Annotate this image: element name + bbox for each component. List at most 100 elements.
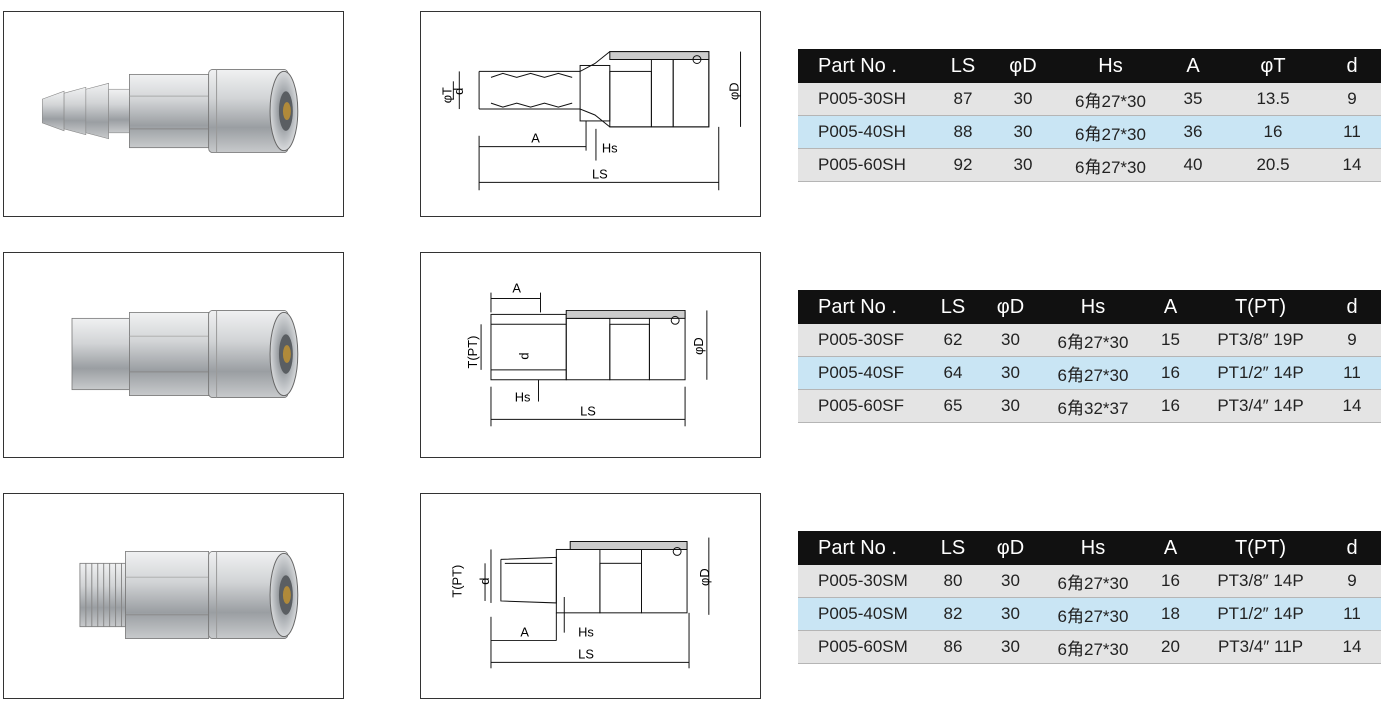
- cell-hs: 6角27*30: [1058, 115, 1163, 149]
- cell-t-pt: PT3/8″ 19P: [1198, 324, 1323, 357]
- cell-part-no: P005-60SM: [798, 630, 928, 664]
- col-header-t-pt: T(PT): [1198, 531, 1323, 565]
- cell-a: 16: [1143, 356, 1198, 390]
- cell-phi-d: 30: [978, 356, 1043, 390]
- cell-t-pt: PT1/2″ 14P: [1198, 597, 1323, 631]
- table-row: P005-30SF 62 30 6角27*30 15 PT3/8″ 19P 9: [798, 324, 1381, 357]
- phi-d-label: φD: [691, 337, 706, 355]
- col-header-d: d: [1323, 49, 1381, 83]
- coupler-photo: [71, 310, 299, 398]
- technical-drawing: A T(PT) d φD Hs LS: [465, 281, 708, 427]
- cell-hs: 6角27*30: [1043, 565, 1143, 598]
- col-header-hs: Hs: [1058, 49, 1163, 83]
- dimension-drawing-sf: A T(PT) d φD Hs LS: [420, 252, 761, 458]
- cell-phi-d: 30: [978, 324, 1043, 357]
- cell-phi-t: 20.5: [1223, 148, 1323, 182]
- table-row: P005-30SH 87 30 6角27*30 35 13.5 9: [798, 83, 1381, 116]
- male-thread: [79, 562, 126, 628]
- cell-phi-t: 16: [1223, 115, 1323, 149]
- hs-label: Hs: [602, 141, 618, 156]
- cell-hs: 6角27*30: [1043, 630, 1143, 664]
- col-header-a: A: [1143, 290, 1198, 324]
- table-header-row: Part No . LS φD Hs A φT d: [798, 49, 1381, 83]
- cell-ls: 82: [928, 597, 978, 631]
- cell-t-pt: PT3/4″ 11P: [1198, 630, 1323, 664]
- table-header-row: Part No . LS φD Hs A T(PT) d: [798, 290, 1381, 324]
- cell-hs: 6角27*30: [1043, 356, 1143, 390]
- col-header-part-no: Part No .: [798, 290, 928, 324]
- d-label: d: [451, 88, 466, 95]
- cell-part-no: P005-40SM: [798, 597, 928, 631]
- hose-barb: [41, 82, 131, 140]
- col-header-phi-d: φD: [978, 290, 1043, 324]
- cell-d: 14: [1323, 630, 1381, 664]
- col-header-d: d: [1323, 531, 1381, 565]
- brass-valve: [282, 345, 291, 363]
- col-header-phi-d: φD: [988, 49, 1058, 83]
- cell-d: 14: [1323, 389, 1381, 423]
- technical-drawing: T(PT) d φD A Hs LS: [449, 537, 712, 669]
- phi-t-label: φT: [439, 87, 454, 103]
- cell-part-no: P005-60SF: [798, 389, 928, 423]
- cell-t-pt: PT3/4″ 14P: [1198, 389, 1323, 423]
- col-header-ls: LS: [938, 49, 988, 83]
- d-label: d: [517, 352, 532, 359]
- cell-ls: 92: [938, 148, 988, 182]
- table-row: P005-60SF 65 30 6角32*37 16 PT3/4″ 14P 14: [798, 389, 1381, 423]
- coupler-photo: [79, 551, 299, 639]
- cell-d: 11: [1323, 115, 1381, 149]
- cell-a: 40: [1163, 148, 1223, 182]
- col-header-hs: Hs: [1043, 531, 1143, 565]
- hex-nut: [129, 73, 210, 149]
- col-header-part-no: Part No .: [798, 49, 938, 83]
- table-row: P005-60SM 86 30 6角27*30 20 PT3/4″ 11P 14: [798, 630, 1381, 664]
- female-body: [71, 317, 130, 391]
- col-header-a: A: [1143, 531, 1198, 565]
- cell-part-no: P005-60SH: [798, 148, 938, 182]
- table-header-row: Part No . LS φD Hs A T(PT) d: [798, 531, 1381, 565]
- ls-label: LS: [592, 166, 608, 181]
- brass-valve: [282, 102, 291, 120]
- cell-t-pt: PT1/2″ 14P: [1198, 356, 1323, 390]
- cell-t-pt: PT3/8″ 14P: [1198, 565, 1323, 598]
- cell-part-no: P005-30SM: [798, 565, 928, 598]
- col-header-t-pt: T(PT): [1198, 290, 1323, 324]
- cell-ls: 62: [928, 324, 978, 357]
- table-row: P005-30SM 80 30 6角27*30 16 PT3/8″ 14P 9: [798, 565, 1381, 598]
- spec-table-sm: Part No . LS φD Hs A T(PT) d P005-30SM 8…: [798, 531, 1381, 664]
- cell-part-no: P005-40SH: [798, 115, 938, 149]
- cell-ls: 64: [928, 356, 978, 390]
- t-pt-label: T(PT): [465, 336, 480, 369]
- cell-ls: 88: [938, 115, 988, 149]
- cell-ls: 87: [938, 83, 988, 116]
- hex-nut: [129, 312, 210, 396]
- table-row: P005-60SH 92 30 6角27*30 40 20.5 14: [798, 148, 1381, 182]
- phi-d-label: φD: [697, 568, 712, 586]
- a-label: A: [531, 131, 540, 146]
- product-photo-male-thread-coupler: [3, 493, 344, 699]
- cell-a: 36: [1163, 115, 1223, 149]
- t-pt-label: T(PT): [449, 565, 464, 598]
- cell-a: 20: [1143, 630, 1198, 664]
- cell-a: 15: [1143, 324, 1198, 357]
- col-header-a: A: [1163, 49, 1223, 83]
- ls-label: LS: [580, 403, 596, 418]
- spec-table-sh: Part No . LS φD Hs A φT d P005-30SH 87 3…: [798, 49, 1381, 182]
- dimension-drawing-sm: T(PT) d φD A Hs LS: [420, 493, 761, 699]
- brass-valve: [282, 586, 291, 604]
- cell-phi-t: 13.5: [1223, 83, 1323, 116]
- cell-phi-d: 30: [978, 597, 1043, 631]
- cell-d: 9: [1323, 565, 1381, 598]
- product-photo-female-thread-coupler: [3, 252, 344, 458]
- cell-phi-d: 30: [988, 83, 1058, 116]
- cell-phi-d: 30: [978, 565, 1043, 598]
- hs-label: Hs: [515, 390, 531, 405]
- product-photo-hose-barb-coupler: [3, 11, 344, 217]
- col-header-phi-d: φD: [978, 531, 1043, 565]
- hs-label: Hs: [578, 625, 594, 640]
- cell-a: 16: [1143, 389, 1198, 423]
- cell-hs: 6角27*30: [1058, 83, 1163, 116]
- cell-a: 35: [1163, 83, 1223, 116]
- hex-nut: [125, 551, 210, 639]
- table-row: P005-40SF 64 30 6角27*30 16 PT1/2″ 14P 11: [798, 356, 1381, 390]
